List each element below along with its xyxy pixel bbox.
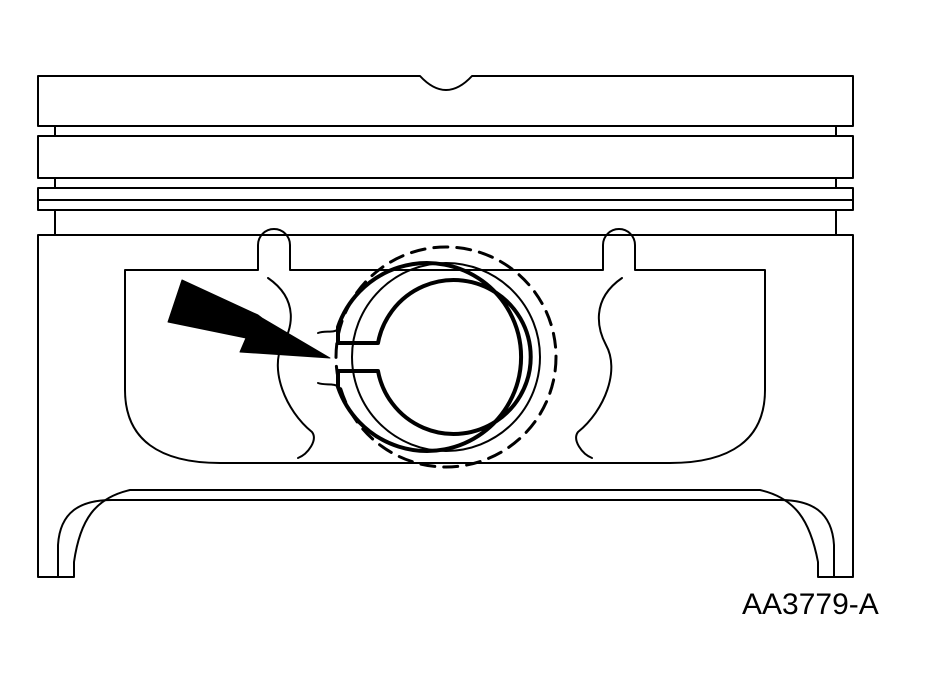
pin-bore-dashed-outline [334,245,558,469]
pin-boss-rib-left [267,277,315,459]
skirt-inner-contour [57,499,835,578]
retaining-clip [336,261,533,453]
piston-skirt [37,234,854,578]
piston-window [124,228,766,464]
clip-hook-lower [317,382,341,389]
piston-ring-second [37,187,854,201]
piston-ring-top [37,135,854,179]
pin-bore-outer [351,262,541,452]
clip-hook-upper [317,327,341,334]
figure-code: AA3779-A [742,588,879,621]
piston-crown [37,75,854,127]
pin-boss-rib-right [575,277,623,459]
piston-ring-oil [37,199,854,211]
arrow-icon [167,279,331,359]
